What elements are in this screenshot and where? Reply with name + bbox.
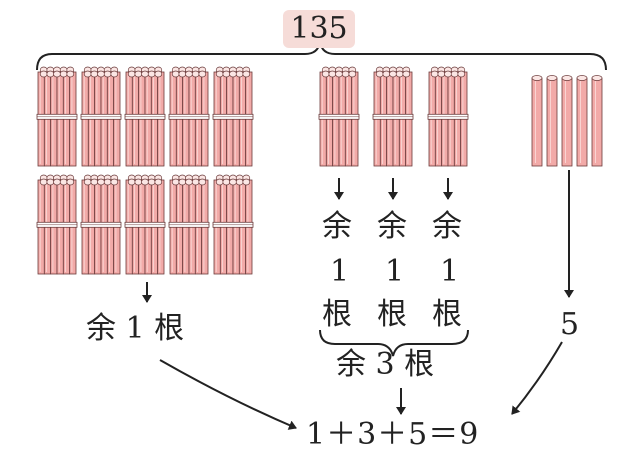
hundred-bundle-5 xyxy=(212,66,254,167)
tens-one-1: 1 xyxy=(330,254,350,289)
tens-one-3: 1 xyxy=(440,254,460,289)
hundred-bundles-group xyxy=(36,66,254,275)
hundred-bundle-6 xyxy=(36,174,78,275)
total-number-box xyxy=(283,10,355,48)
single-stick-4 xyxy=(576,75,588,167)
single-stick-5 xyxy=(591,75,603,167)
ten-bundles-group xyxy=(318,66,469,167)
equation: 1＋3＋5＝9 xyxy=(306,417,480,452)
tens-yu-1: 余 xyxy=(322,209,352,244)
hundred-bundle-1 xyxy=(36,66,78,167)
total-number: 135 xyxy=(290,11,348,46)
hundred-bundle-4 xyxy=(168,66,210,167)
single-sticks-group xyxy=(531,75,603,167)
single-stick-2 xyxy=(546,75,558,167)
tens-gen-1: 根 xyxy=(322,297,352,332)
hundred-bundle-10 xyxy=(212,174,254,275)
ten-bundle-1 xyxy=(318,66,360,167)
single-stick-1 xyxy=(531,75,543,167)
hundred-bundle-7 xyxy=(80,174,122,275)
tens-total-label: 余 3 根 xyxy=(336,347,435,382)
hundred-bundle-2 xyxy=(80,66,122,167)
tens-brace xyxy=(319,329,469,357)
single-stick-3 xyxy=(561,75,573,167)
hundred-bundle-9 xyxy=(168,174,210,275)
ten-bundle-2 xyxy=(372,66,414,167)
hundred-bundle-3 xyxy=(124,66,166,167)
hundreds-remainder-label: 余 1 根 xyxy=(86,311,185,346)
ones-value-label: 5 xyxy=(560,307,580,342)
ones-to-equation-arrow xyxy=(511,341,563,415)
hundred-bundle-8 xyxy=(124,174,166,275)
tens-yu-2: 余 xyxy=(377,209,407,244)
tens-gen-2: 根 xyxy=(377,297,407,332)
ten-bundle-3 xyxy=(427,66,469,167)
tens-gen-3: 根 xyxy=(432,297,462,332)
hundreds-to-equation-arrow xyxy=(159,359,297,430)
tens-one-2: 1 xyxy=(385,254,405,289)
tens-yu-3: 余 xyxy=(432,209,462,244)
